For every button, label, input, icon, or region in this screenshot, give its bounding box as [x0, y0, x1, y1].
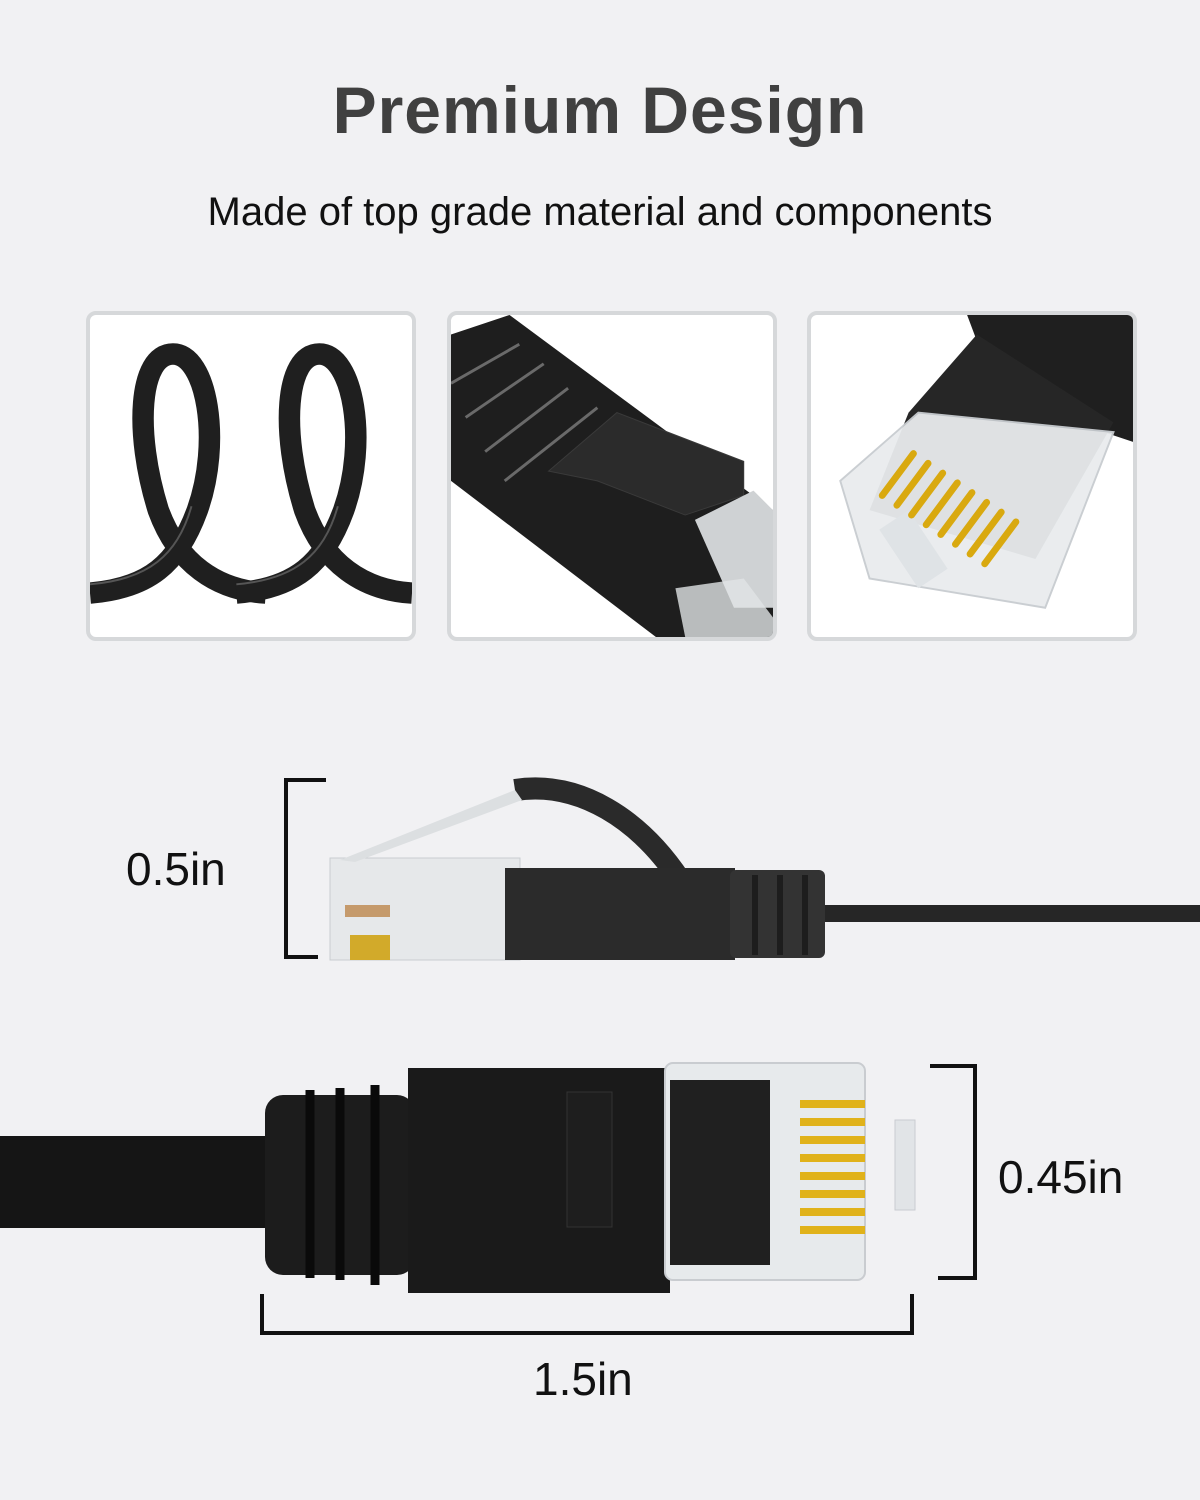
bracket-length: [260, 1294, 914, 1335]
dimension-label-length: 1.5in: [533, 1353, 633, 1405]
flat-cable-coil-image: [90, 343, 412, 604]
front-view-connector: [0, 1062, 916, 1293]
panel-flat-cable-coil: [86, 311, 416, 641]
page-subtitle: Made of top grade material and component…: [207, 190, 993, 234]
rj45-plug-image: [839, 315, 1133, 609]
dimension-label-front-height: 0.45in: [998, 1151, 1124, 1203]
bracket-height-side: [284, 778, 326, 959]
panel-rj45-plug-closeup: [807, 311, 1137, 641]
bracket-height-front: [930, 1064, 977, 1280]
panel-connector-boot-closeup: [447, 311, 777, 641]
dimension-label-side-height: 0.5in: [126, 843, 226, 895]
side-view-connector: [329, 777, 1200, 961]
page-title: Premium Design: [332, 73, 868, 147]
connector-boot-image: [451, 315, 773, 637]
